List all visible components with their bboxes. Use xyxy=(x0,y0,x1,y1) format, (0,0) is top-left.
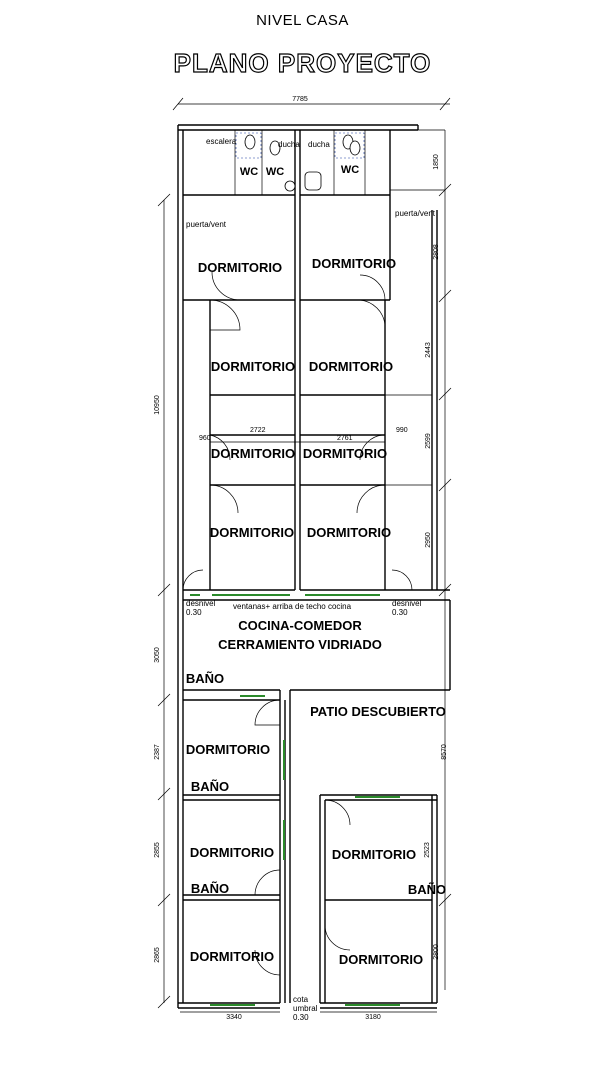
room-label-dormitorio: DORMITORIO xyxy=(312,256,396,271)
dimension-mid: 2761 xyxy=(337,435,353,442)
dimension-left: 3050 xyxy=(154,647,161,663)
dimension-lines xyxy=(157,97,452,1013)
dimension-right: 8570 xyxy=(441,744,448,760)
dimension-mid: 960 xyxy=(199,435,211,442)
note-desnivel-value: 0.30 xyxy=(186,608,202,617)
note-ducha: ducha xyxy=(278,140,300,149)
dimension-left-total: 10950 xyxy=(154,395,161,415)
note-puerta-vent: puerta/vent xyxy=(186,220,227,229)
note-desnivel: desnivel xyxy=(186,599,216,608)
note-desnivel: desnivel xyxy=(392,599,422,608)
note-escalera: escalera xyxy=(206,137,237,146)
dimension-left: 2865 xyxy=(154,947,161,963)
room-label-dormitorio: DORMITORIO xyxy=(211,359,295,374)
room-label-cerramiento: CERRAMIENTO VIDRIADO xyxy=(218,637,382,652)
fixtures xyxy=(235,132,365,192)
dimension-bottom: 3340 xyxy=(226,1014,242,1021)
room-label-wc: WC xyxy=(341,164,359,176)
room-label-bano: BAÑO xyxy=(191,881,229,896)
dimension-mid: 2722 xyxy=(250,427,266,434)
note-ducha: ducha xyxy=(308,140,330,149)
dimension-top-width: 7785 xyxy=(292,96,308,103)
page-title: NIVEL CASA xyxy=(256,12,349,29)
note-puerta-vent: puerta/vent xyxy=(395,209,436,218)
room-label-dormitorio: DORMITORIO xyxy=(186,742,270,757)
room-label-wc: WC xyxy=(266,166,284,178)
room-label-dormitorio: DORMITORIO xyxy=(190,845,274,860)
dimension-left: 2387 xyxy=(154,744,161,760)
room-label-bano: BAÑO xyxy=(191,779,229,794)
room-label-dormitorio: DORMITORIO xyxy=(198,260,282,275)
note-desnivel-value: 0.30 xyxy=(392,608,408,617)
room-label-dormitorio: DORMITORIO xyxy=(190,949,274,964)
plan-title: PLANO PROYECTO xyxy=(173,47,432,78)
dimension-right: 2808 xyxy=(433,244,440,260)
room-label-dormitorio: DORMITORIO xyxy=(210,525,294,540)
walls xyxy=(177,124,451,1009)
room-label-bano: BAÑO xyxy=(186,671,224,686)
note-cota: cota xyxy=(293,995,309,1004)
dimension-right: 2523 xyxy=(424,842,431,858)
dimension-left: 2855 xyxy=(154,842,161,858)
dimension-right: 2950 xyxy=(425,532,432,548)
windows xyxy=(190,594,400,1006)
room-label-dormitorio: DORMITORIO xyxy=(303,446,387,461)
room-label-dormitorio: DORMITORIO xyxy=(339,952,423,967)
note-umbral: umbral xyxy=(293,1004,318,1013)
dimension-right: 2599 xyxy=(425,433,432,449)
dimension-mid: 990 xyxy=(396,427,408,434)
dimension-right: 2443 xyxy=(425,342,432,358)
room-label-patio: PATIO DESCUBIERTO xyxy=(310,704,446,719)
door-swings xyxy=(182,200,413,976)
dimension-right: 1850 xyxy=(433,154,440,170)
dimension-bottom: 3180 xyxy=(365,1014,381,1021)
room-label-dormitorio: DORMITORIO xyxy=(307,525,391,540)
note-cota-value: 0.30 xyxy=(293,1013,309,1022)
dimension-right: 2800 xyxy=(433,944,440,960)
room-label-dormitorio: DORMITORIO xyxy=(211,446,295,461)
room-label-bano: BAÑO xyxy=(408,882,446,897)
room-label-dormitorio: DORMITORIO xyxy=(332,847,416,862)
room-label-dormitorio: DORMITORIO xyxy=(309,359,393,374)
room-label-wc: WC xyxy=(240,166,258,178)
note-ventanas: ventanas+ arriba de techo cocina xyxy=(233,602,352,611)
room-label-cocina-comedor: COCINA-COMEDOR xyxy=(238,618,362,633)
